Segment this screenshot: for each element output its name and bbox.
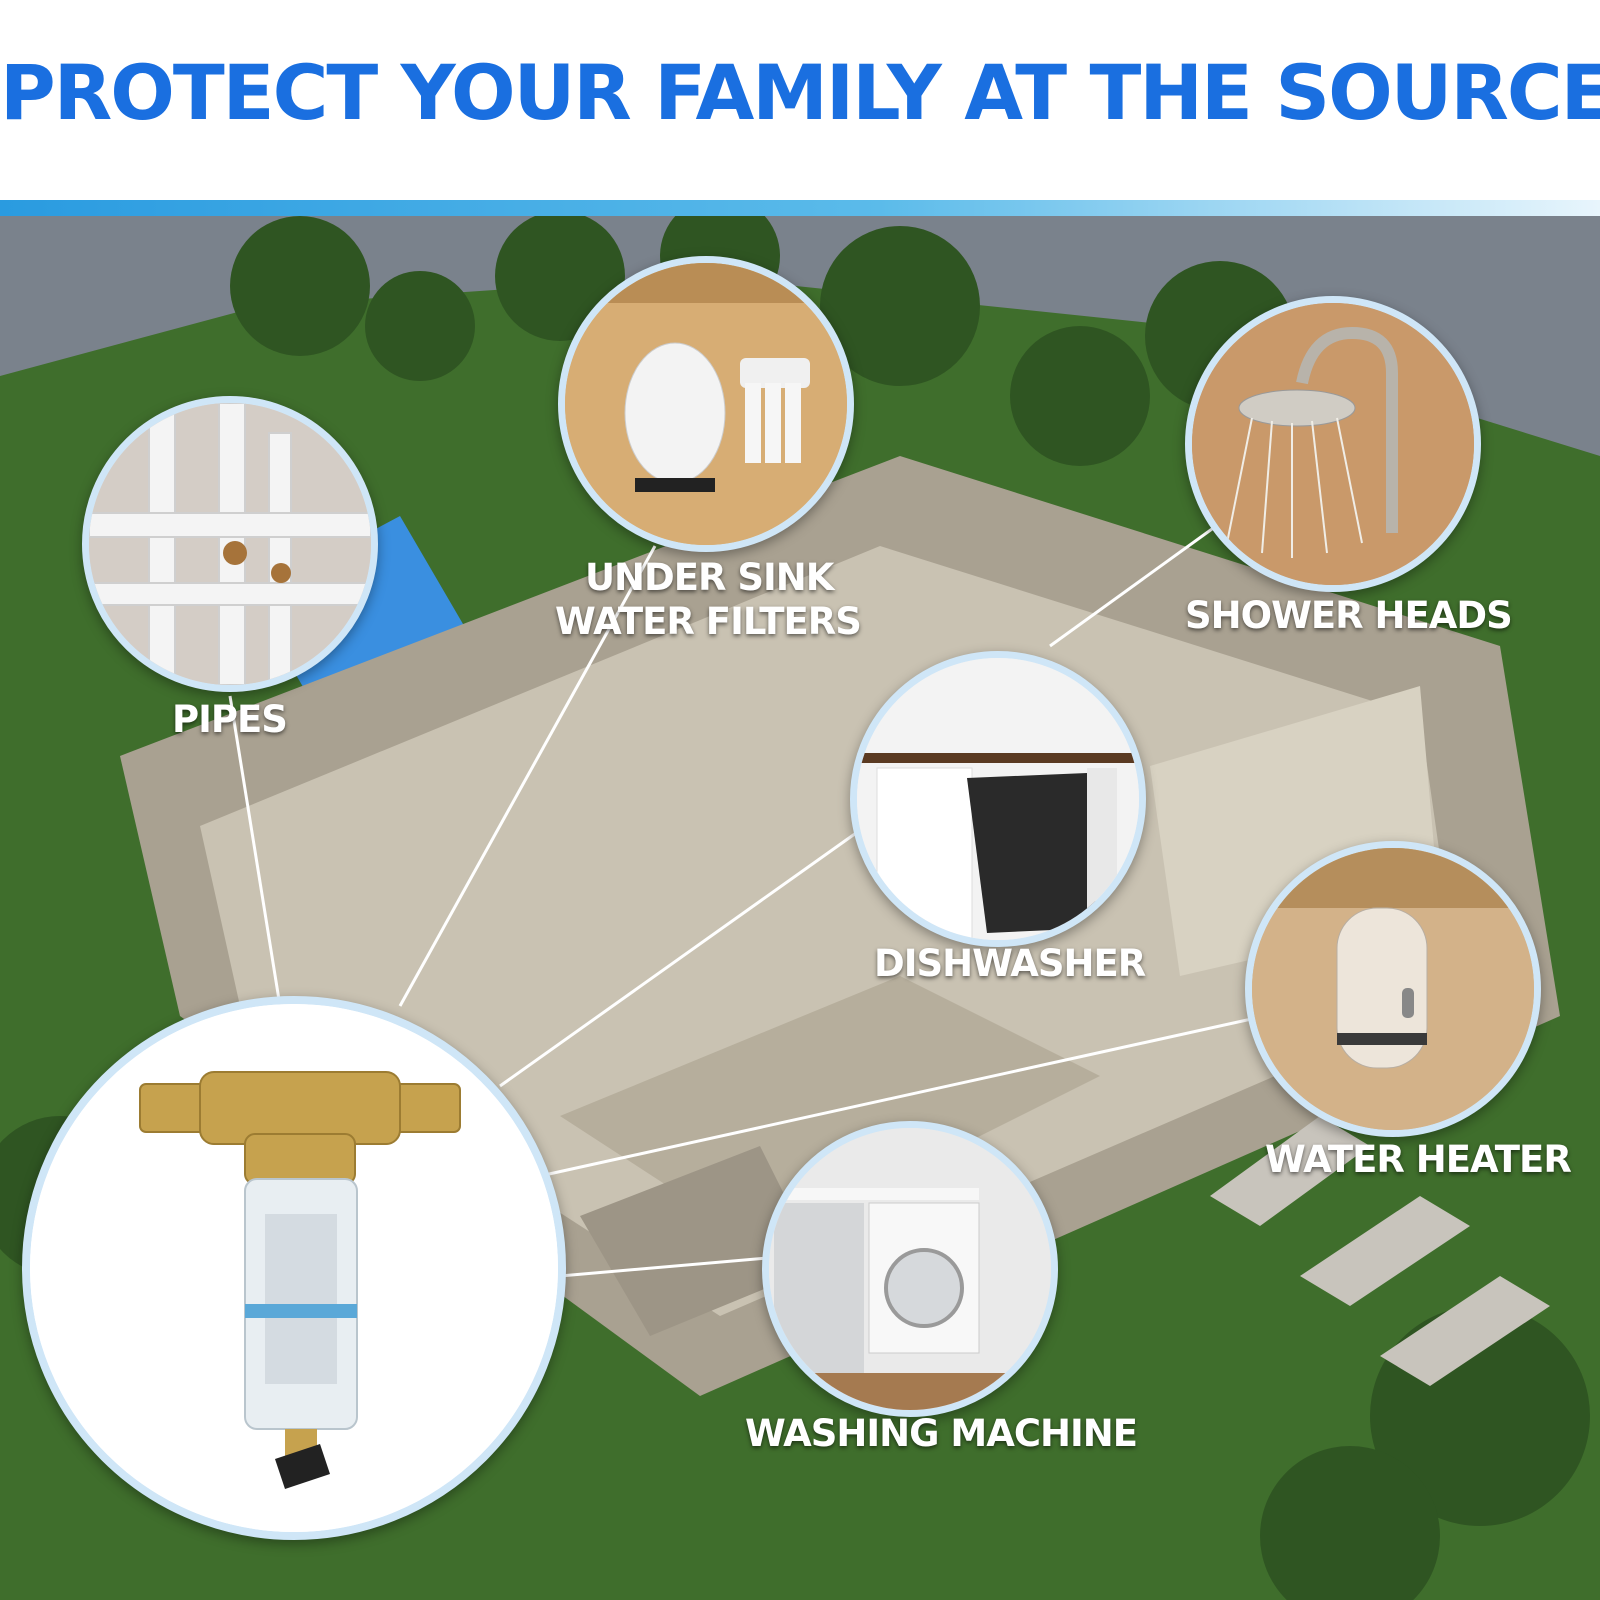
water-heater-circle bbox=[1245, 841, 1541, 1137]
washing-machine-icon bbox=[769, 1128, 1051, 1410]
ro-filter-icon bbox=[565, 263, 847, 545]
house-scene: PIPES UNDER SINK WATER FILTERS SHOWER HE… bbox=[0, 216, 1600, 1600]
dishwasher-circle bbox=[850, 651, 1146, 947]
header: PROTECT YOUR FAMILY AT THE SOURCE bbox=[0, 0, 1600, 200]
under-sink-circle bbox=[558, 256, 854, 552]
label-washing-machine: WASHING MACHINE bbox=[745, 1412, 1138, 1455]
label-shower-heads: SHOWER HEADS bbox=[1185, 594, 1513, 637]
label-under-sink-line1: UNDER SINK bbox=[585, 556, 834, 599]
connector-lines bbox=[228, 514, 1266, 1278]
washing-machine-circle bbox=[762, 1121, 1058, 1417]
label-dishwasher: DISHWASHER bbox=[874, 942, 1146, 985]
headline: PROTECT YOUR FAMILY AT THE SOURCE bbox=[0, 48, 1600, 137]
shower-head-icon bbox=[1192, 303, 1474, 585]
shower-heads-circle bbox=[1185, 296, 1481, 592]
pipes-circle bbox=[82, 396, 378, 692]
spin-down-filter-icon bbox=[30, 1004, 558, 1532]
water-heater-icon bbox=[1252, 848, 1534, 1130]
stepping-stones bbox=[1210, 1116, 1550, 1386]
label-pipes: PIPES bbox=[172, 698, 288, 741]
pipes-icon bbox=[89, 403, 371, 685]
product-circle bbox=[22, 996, 566, 1540]
accent-band bbox=[0, 200, 1600, 216]
label-water-heater: WATER HEATER bbox=[1265, 1138, 1572, 1181]
dishwasher-icon bbox=[857, 658, 1139, 940]
label-under-sink-line2: WATER FILTERS bbox=[555, 600, 862, 643]
